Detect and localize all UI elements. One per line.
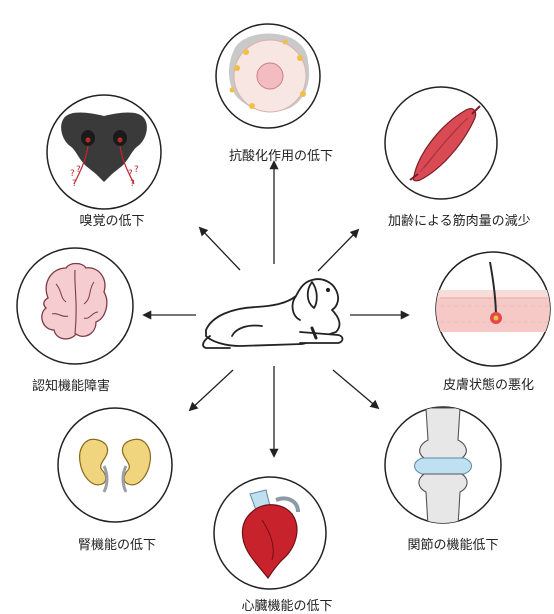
svg-text:?: ? — [72, 179, 77, 189]
label-cognitive: 認知機能障害 — [32, 378, 110, 394]
label-antioxidant: 抗酸化作用の低下 — [229, 149, 333, 164]
svg-text:?: ? — [128, 169, 133, 179]
svg-text:?: ? — [134, 165, 139, 175]
brain-icon — [17, 248, 133, 364]
arrow-smell — [200, 228, 240, 270]
muscle-icon — [385, 87, 497, 199]
label-joint: 関節の機能低下 — [407, 538, 498, 553]
svg-text:?: ? — [70, 169, 75, 179]
label-skin: 皮膚状態の悪化 — [443, 377, 534, 393]
skin-icon — [436, 252, 550, 366]
label-kidney: 腎機能の低下 — [78, 538, 156, 553]
nose-icon: ? ? ? ? ? ? — [47, 95, 161, 209]
label-heart: 心臓機能の低下 — [241, 599, 332, 614]
kidney-icon — [58, 408, 172, 522]
dog-illustration — [203, 279, 342, 348]
svg-text:?: ? — [76, 165, 81, 175]
arrow-joint — [333, 370, 378, 408]
arrow-kidney — [190, 370, 233, 410]
heart-icon — [214, 477, 326, 589]
label-muscle: 加齢による筋肉量の減少 — [388, 213, 531, 229]
antioxidant-icon — [216, 24, 320, 128]
joint-icon — [385, 407, 501, 526]
svg-text:?: ? — [130, 179, 135, 189]
arrow-muscle — [318, 230, 358, 271]
label-smell: 嗅覚の低下 — [79, 214, 144, 229]
